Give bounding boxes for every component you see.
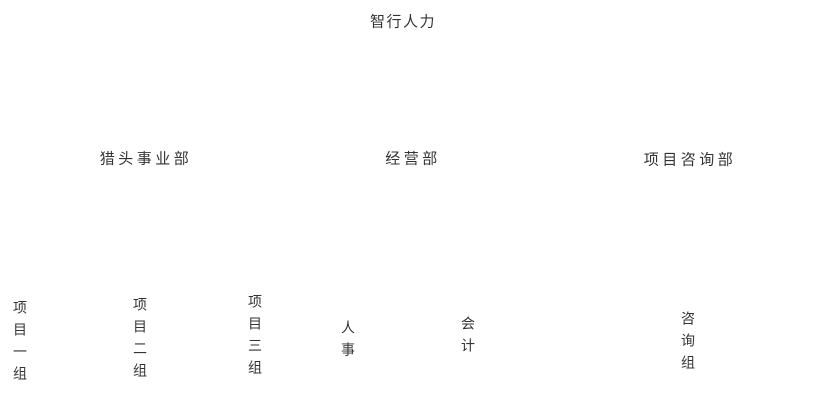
org-node-dept-headhunting[interactable]: 猎头事业部 (99, 150, 193, 168)
org-node-project-group-2[interactable]: 项目二组 (132, 297, 148, 385)
org-node-dept-operations[interactable]: 经营部 (385, 150, 441, 168)
org-node-consulting-group[interactable]: 咨询组 (680, 311, 696, 377)
org-node-root[interactable]: 智行人力 (369, 13, 437, 31)
org-node-hr[interactable]: 人事 (340, 320, 356, 364)
org-node-dept-project-consulting[interactable]: 项目咨询部 (643, 151, 737, 169)
org-node-project-group-3[interactable]: 项目三组 (247, 294, 263, 382)
org-node-accounting[interactable]: 会计 (460, 316, 476, 360)
org-node-project-group-1[interactable]: 项目一组 (12, 300, 28, 388)
